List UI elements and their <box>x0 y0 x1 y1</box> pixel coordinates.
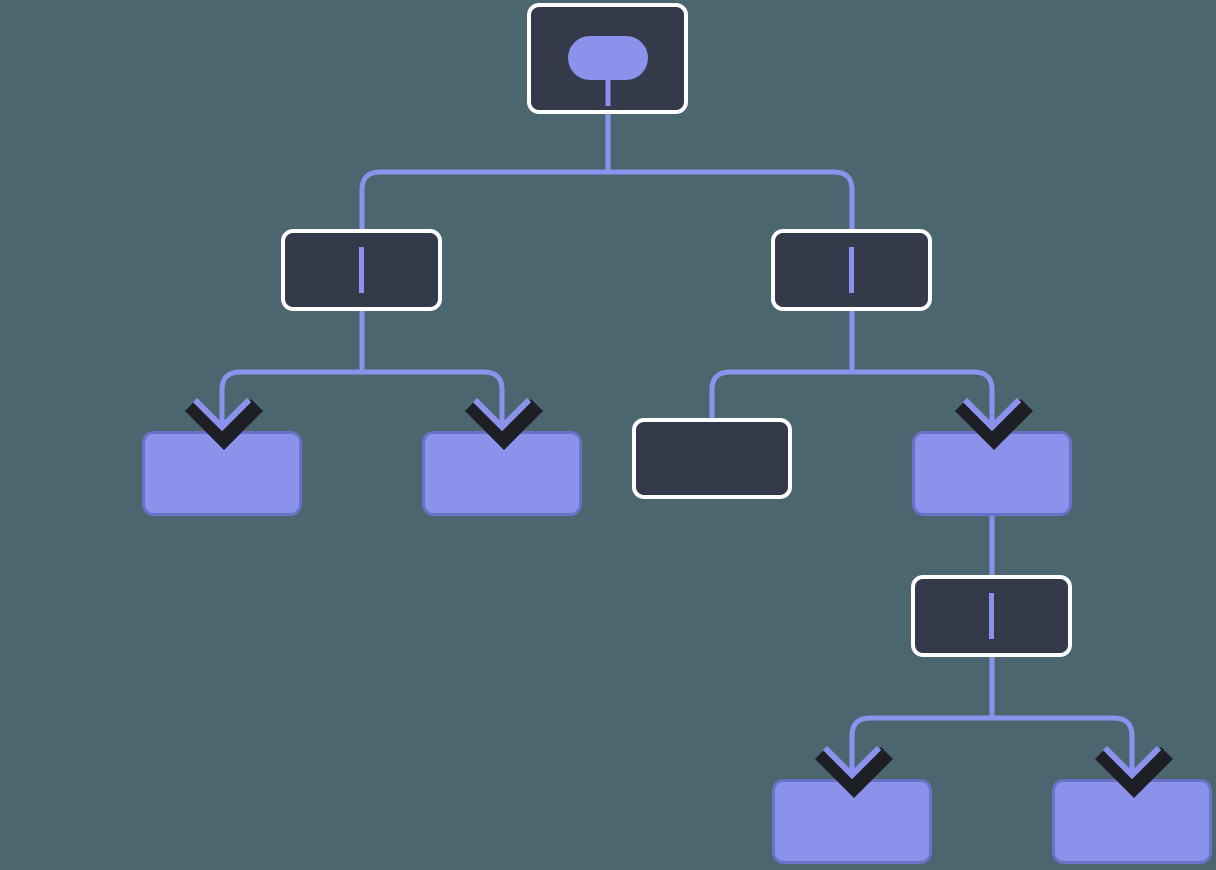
node-bar-glyph-branch-right <box>849 247 854 293</box>
arrow-marker-leaf-3 <box>954 397 1034 451</box>
arrow-marker-leaf-5 <box>1094 745 1174 799</box>
node-layer <box>142 3 1212 864</box>
arrow-shadow-chevron-leaf-3 <box>954 398 1034 451</box>
node-root[interactable] <box>527 3 688 114</box>
connector-edge-left-leaf2 <box>362 369 505 431</box>
connector-edge-right-plain <box>709 369 852 418</box>
node-pill-stem-root <box>605 58 611 106</box>
arrow-chevron-leaf-1 <box>192 397 252 432</box>
arrow-shadow-chevron-leaf-1 <box>184 398 264 451</box>
connector-edge-root-right <box>608 169 855 311</box>
arrow-shadow-chevron-leaf-5 <box>1094 746 1174 799</box>
arrow-shadow-chevron-leaf-4 <box>814 746 894 799</box>
arrow-chevron-leaf-3 <box>962 397 1022 432</box>
arrow-marker-leaf-4 <box>814 745 894 799</box>
connector-edge-sub-leaf5 <box>992 715 1135 779</box>
arrow-marker-leaf-1 <box>184 397 264 451</box>
node-node-plain[interactable] <box>632 418 792 499</box>
connector-edge-left-leaf1 <box>219 369 362 431</box>
node-bar-glyph-sub-branch <box>989 593 994 639</box>
connector-edge-sub-leaf4 <box>849 715 992 779</box>
node-bar-glyph-branch-left <box>359 247 364 293</box>
arrow-chevron-leaf-2 <box>472 397 532 432</box>
arrow-shadow-chevron-leaf-2 <box>464 398 544 451</box>
arrow-marker-layer <box>184 397 1174 799</box>
node-branch-right[interactable] <box>771 229 932 311</box>
node-sub-branch[interactable] <box>911 575 1072 657</box>
arrow-chevron-leaf-4 <box>822 745 882 780</box>
node-body-node-plain[interactable] <box>632 418 792 499</box>
node-branch-left[interactable] <box>281 229 442 311</box>
connector-edge-root-left <box>359 169 608 311</box>
connector-edge-right-leaf3 <box>852 369 995 431</box>
arrow-chevron-leaf-5 <box>1102 745 1162 780</box>
arrow-marker-leaf-2 <box>464 397 544 451</box>
